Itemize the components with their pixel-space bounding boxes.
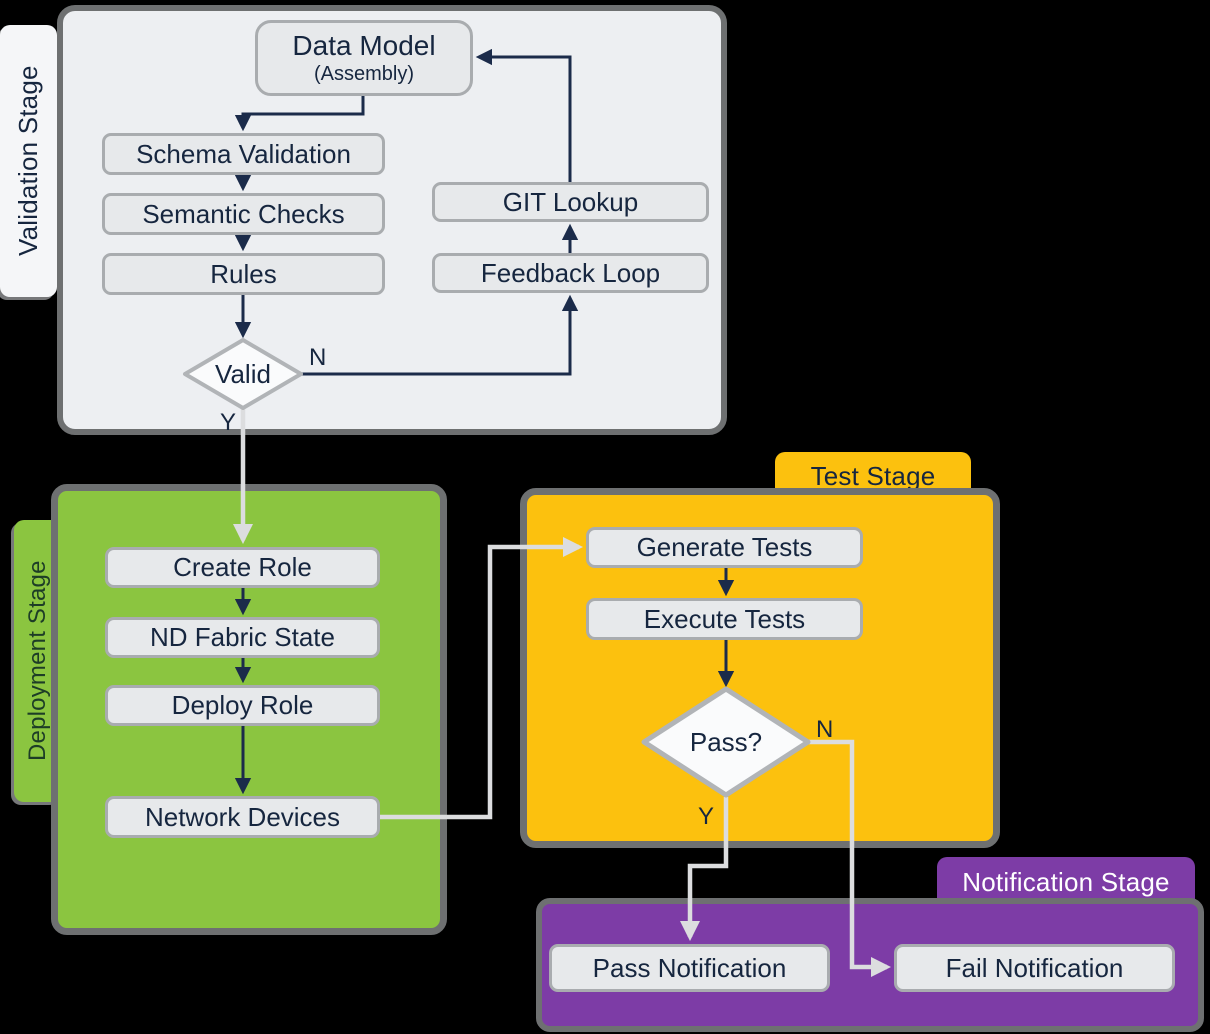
node-execute-tests: Execute Tests	[586, 598, 863, 640]
validation-stage-tab: Validation Stage	[0, 25, 57, 297]
node-feedback-loop: Feedback Loop	[432, 253, 709, 293]
node-git-lookup: GIT Lookup	[432, 182, 709, 222]
node-create-role: Create Role	[105, 547, 380, 588]
node-rules: Rules	[102, 253, 385, 295]
node-data-model: Data Model (Assembly)	[255, 20, 473, 96]
node-data-model-title: Data Model	[292, 30, 436, 61]
node-schema-validation: Schema Validation	[102, 133, 385, 175]
node-deploy-role: Deploy Role	[105, 685, 380, 726]
node-pass-notification: Pass Notification	[549, 944, 830, 992]
node-fail-notification: Fail Notification	[894, 944, 1175, 992]
node-generate-tests: Generate Tests	[586, 527, 863, 568]
node-nd-fabric-state: ND Fabric State	[105, 617, 380, 658]
node-semantic-checks: Semantic Checks	[102, 193, 385, 235]
node-data-model-subtitle: (Assembly)	[313, 63, 414, 85]
node-network-devices: Network Devices	[105, 796, 380, 838]
